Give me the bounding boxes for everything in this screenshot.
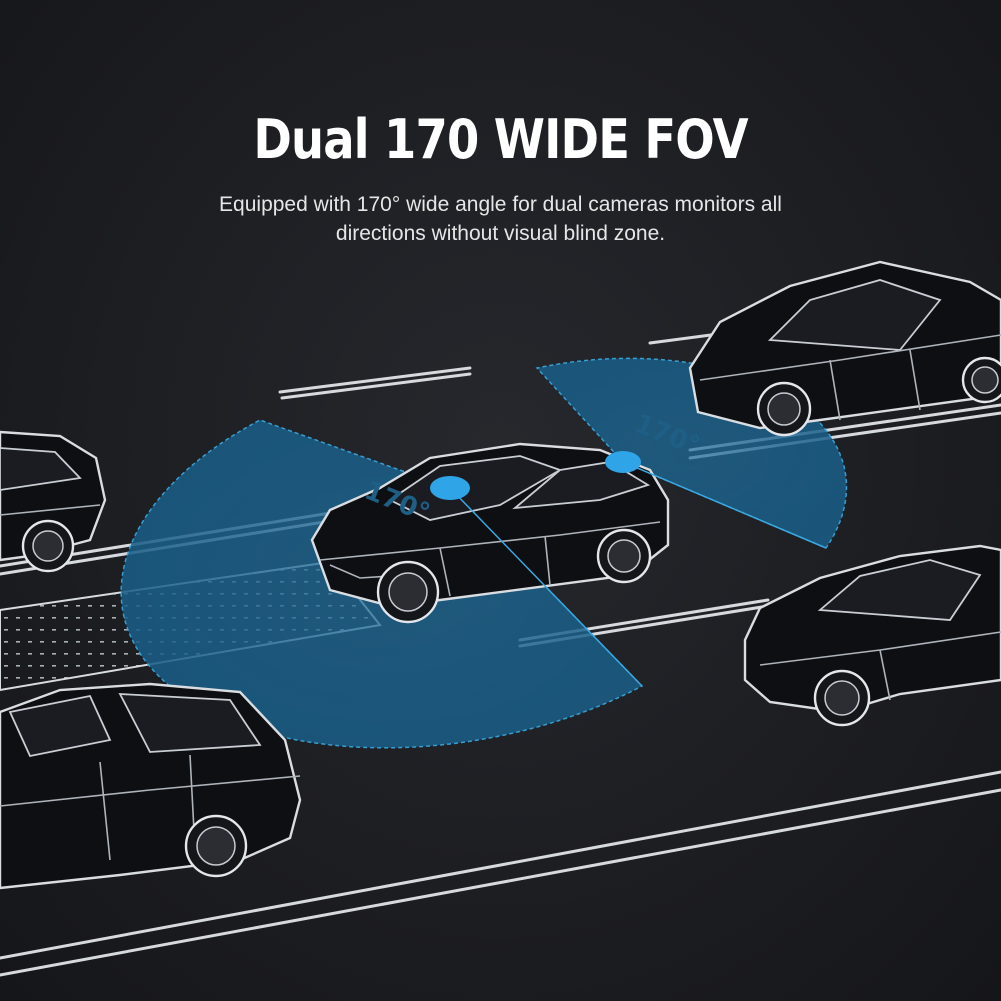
car-bottom-left — [0, 682, 302, 890]
car-top-right — [688, 260, 1001, 437]
main-car — [310, 442, 670, 624]
front-camera-dot — [605, 451, 641, 473]
car-left-middle — [0, 430, 107, 573]
description-line-1: Equipped with 170° wide angle for dual c… — [219, 193, 782, 216]
description: Equipped with 170° wide angle for dual c… — [100, 190, 901, 248]
page-title: Dual 170 WIDE FOV — [253, 108, 748, 171]
rear-camera-dot — [430, 476, 470, 500]
description-line-2: directions without visual blind zone. — [335, 222, 666, 245]
car-right-middle — [743, 544, 1001, 727]
